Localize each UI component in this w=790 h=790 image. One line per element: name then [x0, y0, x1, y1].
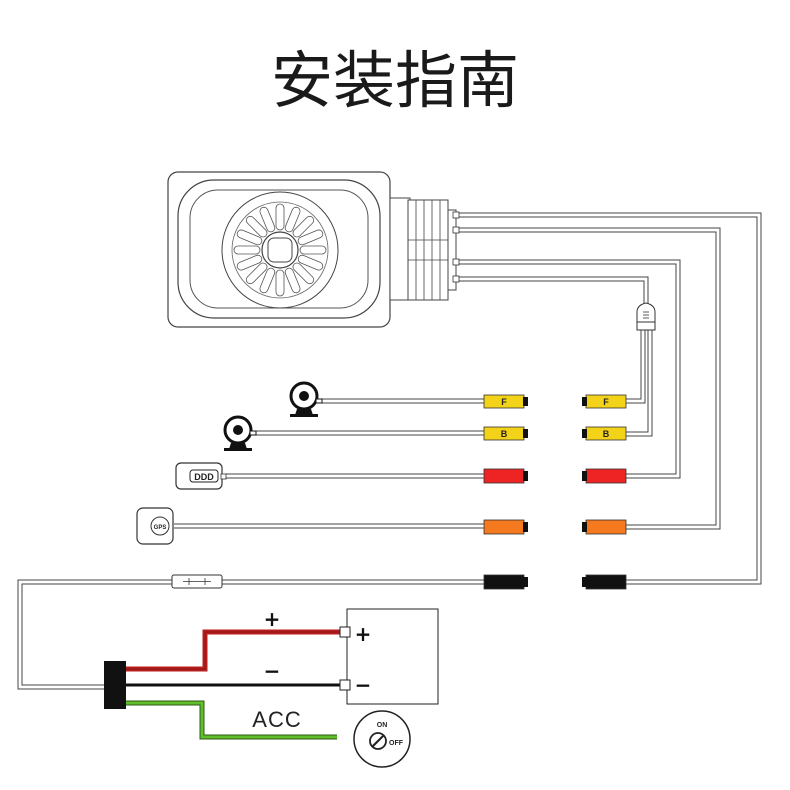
fan-blade	[275, 269, 285, 297]
svg-text:DDD: DDD	[194, 472, 214, 482]
svg-text:F: F	[603, 397, 609, 407]
svg-text:B: B	[603, 429, 610, 439]
svg-text:B: B	[501, 429, 508, 439]
device-cables	[174, 398, 484, 529]
fan-blade	[259, 267, 276, 294]
fan-blade	[284, 267, 301, 294]
fan-blade	[292, 262, 315, 285]
plug-front-left: F	[483, 394, 528, 409]
fan-blade	[297, 254, 324, 271]
fan-blade	[259, 206, 276, 233]
gps-module-icon: GPS	[136, 507, 174, 545]
page-title: 安装指南	[271, 44, 519, 117]
harness-wires	[459, 212, 762, 585]
fan-blade	[233, 245, 261, 255]
positive-wire	[126, 629, 340, 672]
plug-orange-right	[582, 519, 627, 535]
svg-text:ON: ON	[377, 722, 388, 729]
splitter-icon	[636, 302, 656, 331]
plug-red-left	[483, 468, 528, 484]
acc-wire	[126, 700, 337, 740]
dvr-unit	[167, 171, 460, 328]
front-camera-icon	[289, 381, 323, 417]
plug-back-right: B	[582, 426, 627, 441]
svg-text:−: −	[355, 673, 372, 697]
svg-text:OFF: OFF	[389, 740, 404, 747]
plug-orange-left	[483, 519, 528, 535]
plug-black-left	[483, 574, 528, 590]
fuse-holder-icon	[171, 574, 223, 589]
plug-front-right: F	[582, 394, 627, 409]
power-harness	[17, 579, 484, 690]
rear-camera-icon	[223, 415, 257, 451]
ignition-switch-icon: ON OFF	[353, 710, 411, 768]
fan-blade	[292, 215, 315, 238]
fan-blade	[284, 206, 301, 233]
fan-icon	[221, 191, 339, 309]
plus-label: +	[264, 607, 281, 631]
fan-blade	[236, 254, 263, 271]
fan-blade	[236, 229, 263, 246]
radar-detector-icon: DDD	[175, 462, 227, 490]
battery-box: + −	[339, 608, 439, 705]
fan-blade	[245, 215, 268, 238]
plug-red-right	[582, 468, 627, 484]
svg-text:+: +	[355, 622, 372, 646]
fan-blade	[297, 229, 324, 246]
svg-text:F: F	[501, 397, 507, 407]
acc-label: ACC	[252, 707, 301, 732]
connector-block	[389, 197, 460, 301]
svg-text:GPS: GPS	[154, 525, 167, 531]
fan-blade	[245, 262, 268, 285]
fan-blade	[275, 203, 285, 231]
fan-blade	[299, 245, 327, 255]
minus-label: −	[264, 659, 281, 683]
power-connector	[104, 661, 126, 709]
plug-black-right	[582, 574, 627, 590]
plug-back-left: B	[483, 426, 528, 441]
